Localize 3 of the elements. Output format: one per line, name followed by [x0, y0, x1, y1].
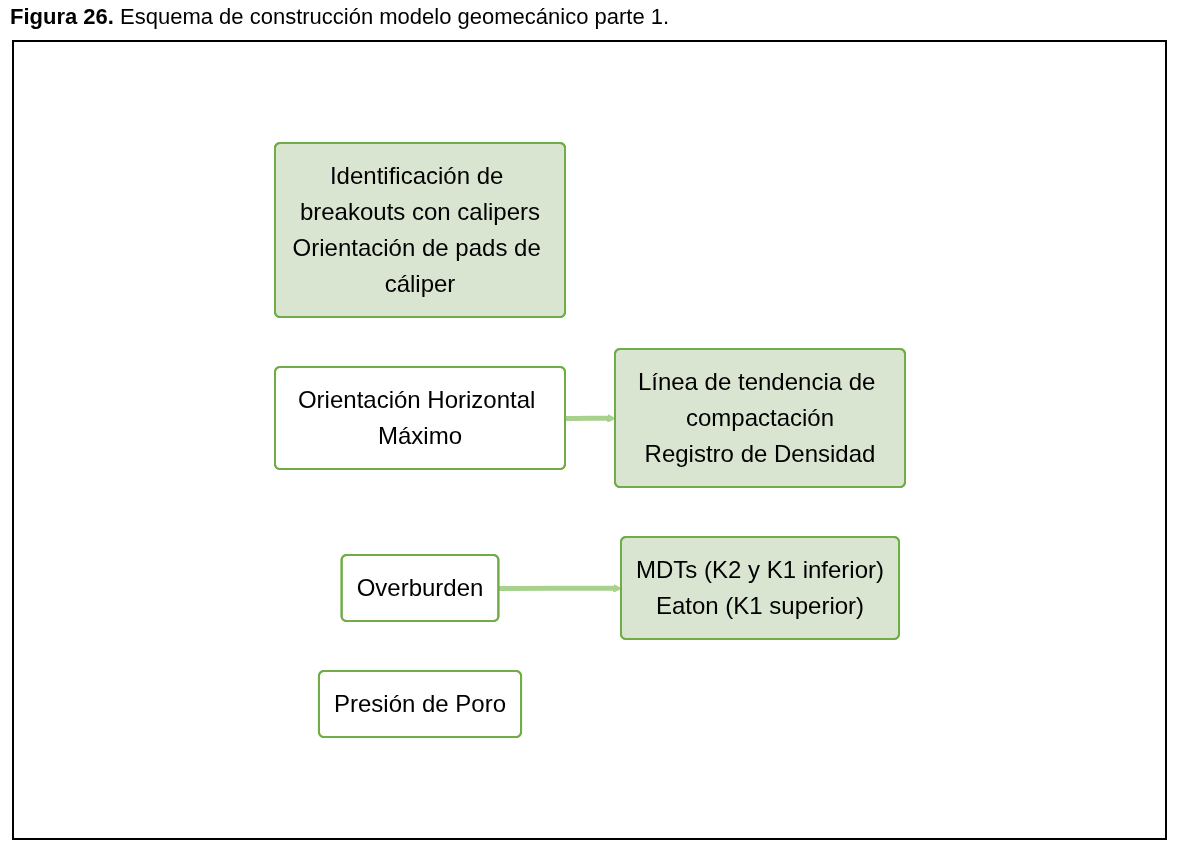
node-text: Orientación Horizontal Máximo: [297, 386, 535, 449]
figure-frame: Identificación de breakouts con calipers Orientación de pads de cáliper Orientación Horizontal Máximo Línea de tendencia de compactación Registro de Densidad Overburden MDTs (K2 y K1 inferior) Eaton (K1 superior) Presión de Poro: [12, 40, 1167, 840]
figure-title: Figura 26. Esquema de construcción modelo geomecánico parte 1.: [9, 3, 671, 31]
